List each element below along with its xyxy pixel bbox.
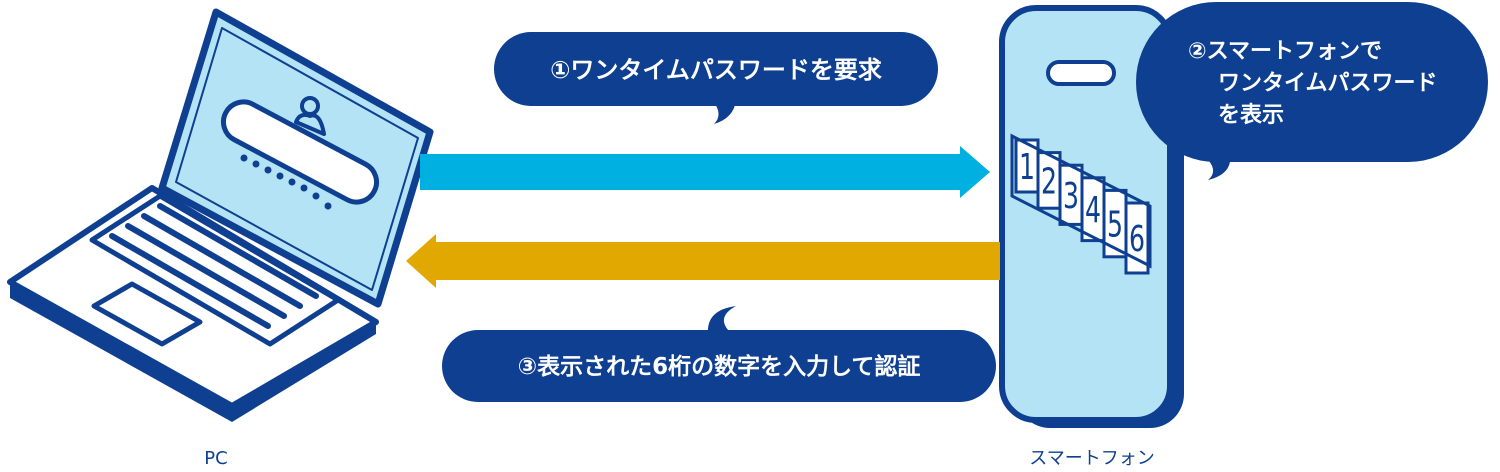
otp-digit-cell: 4 <box>1082 178 1104 241</box>
step2-text-line1: ②スマートフォンで <box>1188 39 1382 64</box>
request-arrow <box>420 146 990 198</box>
otp-digit: 5 <box>1107 205 1123 246</box>
otp-digit: 1 <box>1019 147 1035 188</box>
step1-text: ①ワンタイムパスワードを要求 <box>550 56 882 84</box>
step2-text-line3: を表示 <box>1218 103 1284 128</box>
otp-digit-cell: 2 <box>1038 153 1060 209</box>
otp-digit: 2 <box>1041 161 1057 202</box>
input-arrow <box>406 234 1000 288</box>
step3-text: ③表示された6桁の数字を入力して認証 <box>518 353 921 380</box>
step2-bubble: ②スマートフォンで ワンタイムパスワード を表示 <box>1136 2 1488 180</box>
otp-digit-cell: 3 <box>1060 165 1082 224</box>
phone-speaker <box>1048 62 1114 84</box>
step2-text-line2: ワンタイムパスワード <box>1218 71 1438 96</box>
laptop-illustration <box>10 12 430 422</box>
otp-digit: 6 <box>1129 219 1145 260</box>
otp-digit: 4 <box>1085 190 1101 231</box>
pc-label: PC <box>204 448 227 469</box>
otp-digit: 3 <box>1063 176 1079 217</box>
step1-bubble: ①ワンタイムパスワードを要求 <box>494 32 938 124</box>
step3-bubble: ③表示された6桁の数字を入力して認証 <box>442 306 996 402</box>
smartphone-label: スマートフォン <box>1029 448 1154 469</box>
